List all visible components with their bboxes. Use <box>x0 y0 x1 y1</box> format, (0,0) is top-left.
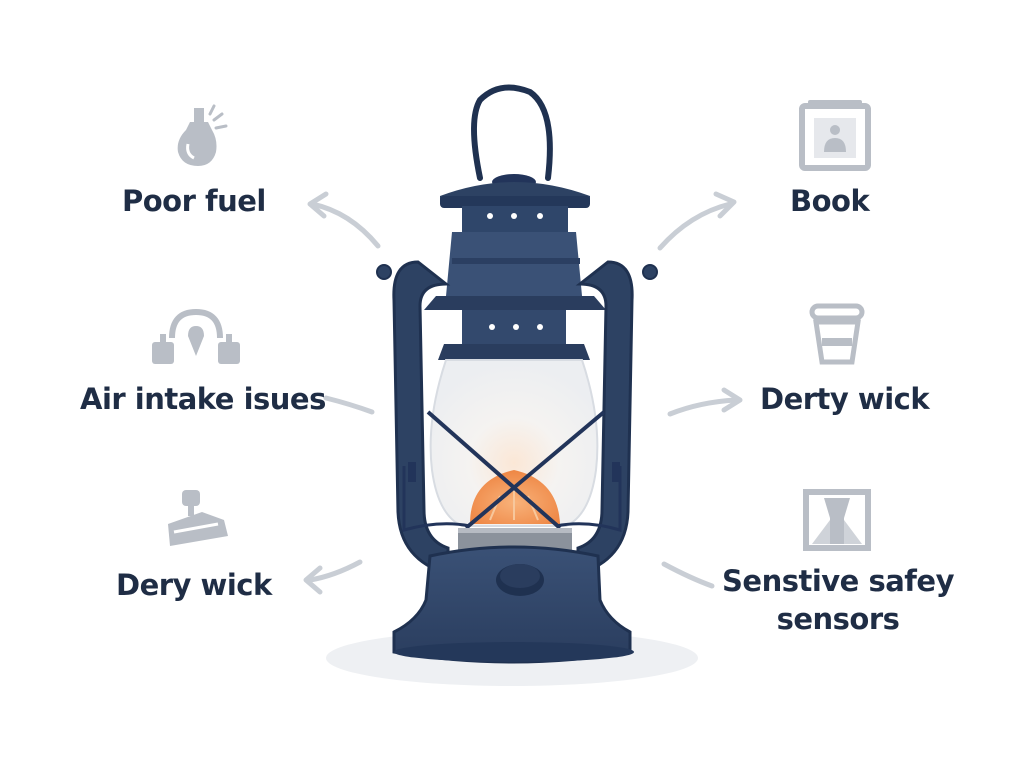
arrow-air-intake <box>323 395 375 415</box>
arrow-derty-wick <box>667 397 739 417</box>
arrow-book <box>657 201 733 251</box>
fuel-drop-icon <box>177 104 228 166</box>
book-icon <box>799 100 871 171</box>
label-book: Book <box>790 184 870 218</box>
label-sensors-line2: sensors <box>776 602 900 636</box>
bail-handle <box>471 84 553 181</box>
label-sensors-line1: Senstive safey <box>722 564 954 598</box>
arrow-dery-wick <box>307 559 363 583</box>
burner-collar <box>458 528 572 550</box>
cup-icon <box>809 303 865 365</box>
air-intake-icon <box>152 308 240 364</box>
lantern-illustration <box>326 84 698 686</box>
arrow-poor-fuel <box>309 201 381 249</box>
label-sensors: Senstive safey sensors <box>716 562 960 638</box>
glass-globe <box>429 359 599 527</box>
label-dery-wick: Dery wick <box>116 568 272 602</box>
label-air-intake: Air intake isues <box>80 382 326 416</box>
arrow-sensors <box>661 561 715 589</box>
sensor-frame-icon <box>803 489 871 551</box>
label-derty-wick: Derty wick <box>760 382 930 416</box>
label-poor-fuel: Poor fuel <box>122 184 266 218</box>
wick-holder-icon <box>168 490 228 546</box>
